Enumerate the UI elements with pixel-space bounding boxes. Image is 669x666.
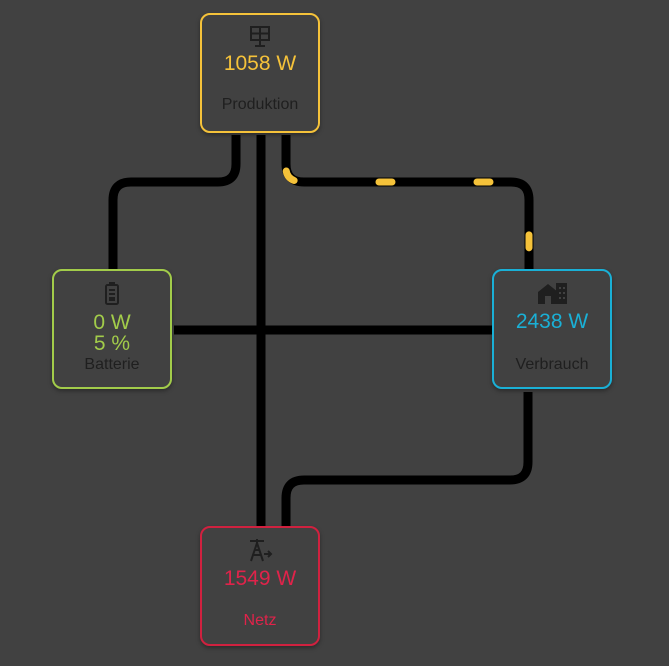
production-card[interactable]: 1058 W Produktion — [200, 13, 320, 133]
production-label: Produktion — [221, 96, 299, 113]
solar-panel-icon — [202, 25, 318, 49]
battery-power-value: 0 W — [93, 311, 131, 334]
battery-card[interactable]: 0 W 5 % Batterie — [52, 269, 172, 389]
power-tower-icon — [202, 538, 318, 562]
consumption-label: Verbrauch — [515, 356, 589, 373]
production-power-value: 1058 W — [223, 52, 297, 75]
flow-line-production-battery — [108, 135, 241, 270]
house-icon — [494, 281, 610, 305]
flow-dashes-production-consumption — [282, 164, 533, 268]
consumption-power-value: 2438 W — [515, 310, 589, 333]
grid-label: Netz — [243, 612, 277, 629]
flow-line-consumption-grid — [281, 392, 533, 527]
flow-line-production-consumption — [281, 135, 534, 270]
battery-icon — [54, 281, 170, 305]
battery-label: Batterie — [84, 356, 140, 373]
grid-card[interactable]: 1549 W Netz — [200, 526, 320, 646]
grid-power-value: 1549 W — [223, 567, 297, 590]
battery-soc-value: 5 % — [93, 332, 131, 355]
consumption-card[interactable]: 2438 W Verbrauch — [492, 269, 612, 389]
